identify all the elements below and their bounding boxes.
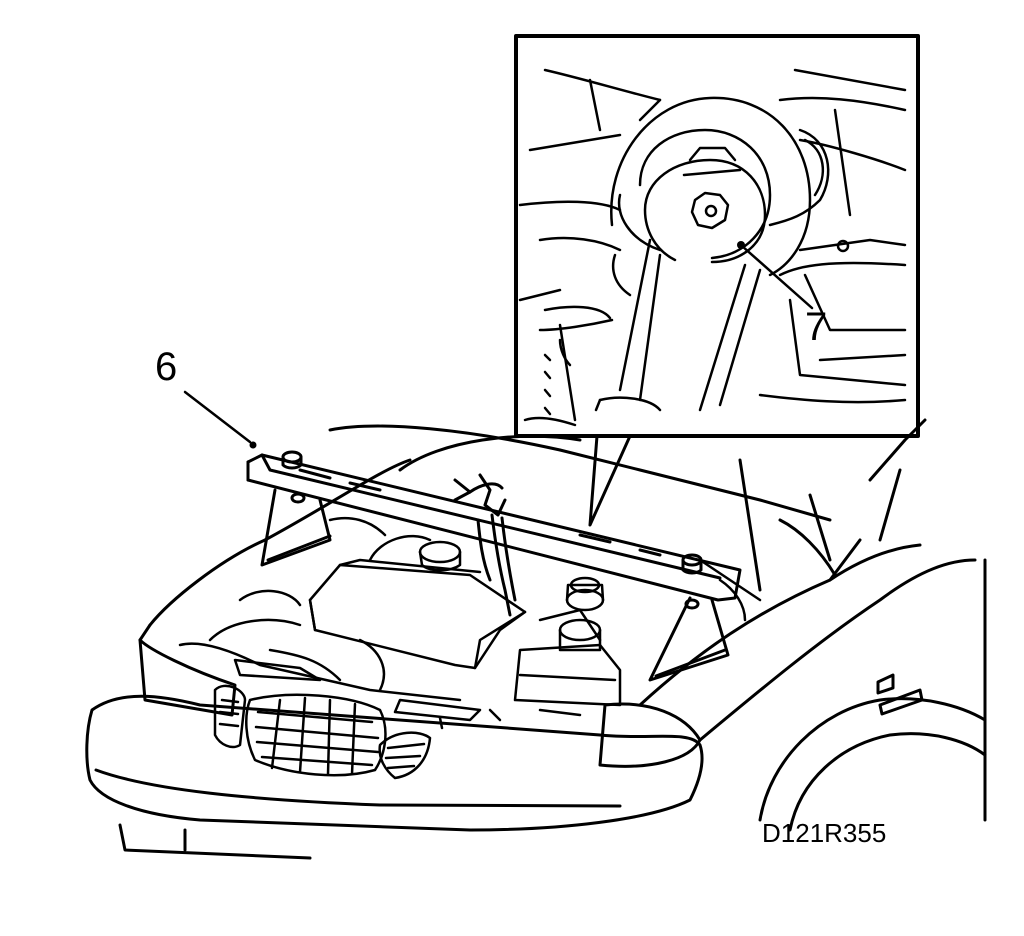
callout-leader-7 [740,244,814,310]
figure-code: D121R355 [762,818,886,848]
car-body [85,418,987,860]
callout-label-7: 7 [805,305,827,349]
inset-frame [514,34,920,438]
callout-dot-7 [737,241,745,249]
callout-dot-6 [249,441,257,449]
callout-leader-6 [183,390,252,444]
engine-support-fixture [246,450,742,682]
callout-7: 7 [737,241,827,349]
detail-inset [514,34,920,527]
engine-bay [178,516,762,730]
inset-pointer [588,434,632,527]
inset-detail-lines [518,68,907,427]
callout-label-6: 6 [155,345,177,389]
callout-6: 6 [155,345,257,449]
front-grille [213,684,432,780]
